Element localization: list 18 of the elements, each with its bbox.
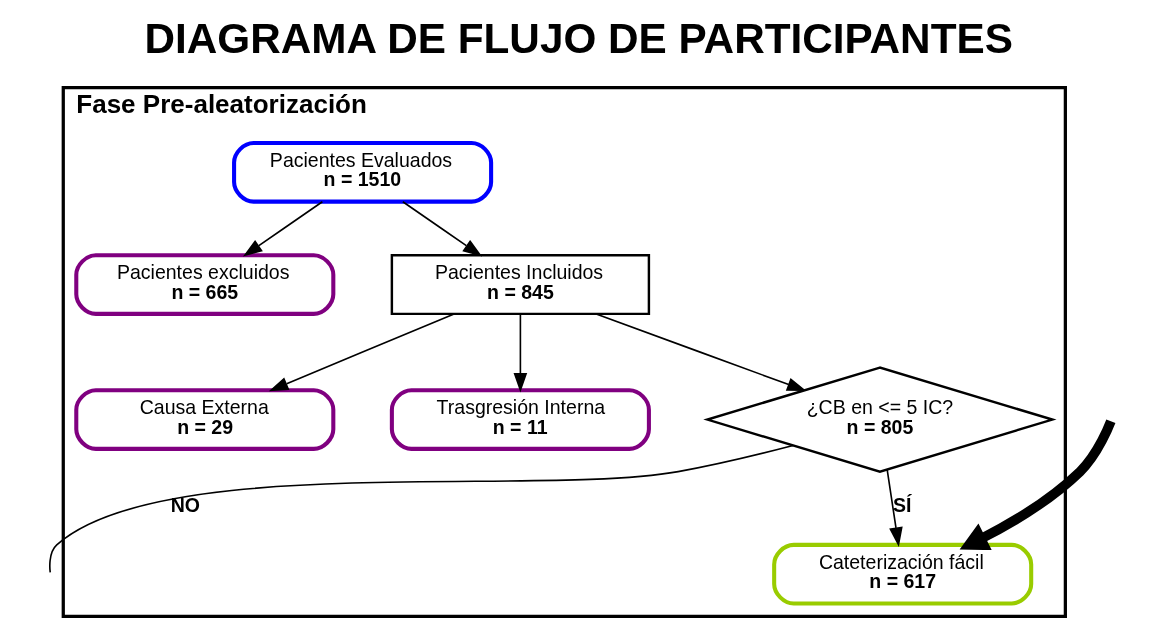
node-box: Cateterización fácil n = 617 [771,542,1033,606]
connector [48,444,794,574]
arrow [401,200,482,257]
edge-label: NO [170,493,200,516]
edge-label: SÍ [892,493,911,516]
arrow [242,200,323,257]
arrow [959,419,1115,551]
node-box: Pacientes Incluidos n = 845 [390,254,650,316]
node-box: Causa Externa n = 29 [73,388,335,451]
node-box: Pacientes Evaluados n = 1510 [231,141,493,204]
arrow [594,313,806,392]
node-box: Trasgresión Interna n = 11 [389,388,651,451]
node-diamond: ¿CB en <= 5 IC? n = 805 [702,366,1057,473]
arrow [885,468,903,547]
diagram-title: DIAGRAMA DE FLUJO DE PARTICIPANTES [144,15,1013,63]
arrow [268,313,454,392]
node-box: Pacientes excluidos n = 665 [73,253,335,316]
arrow [513,313,527,393]
